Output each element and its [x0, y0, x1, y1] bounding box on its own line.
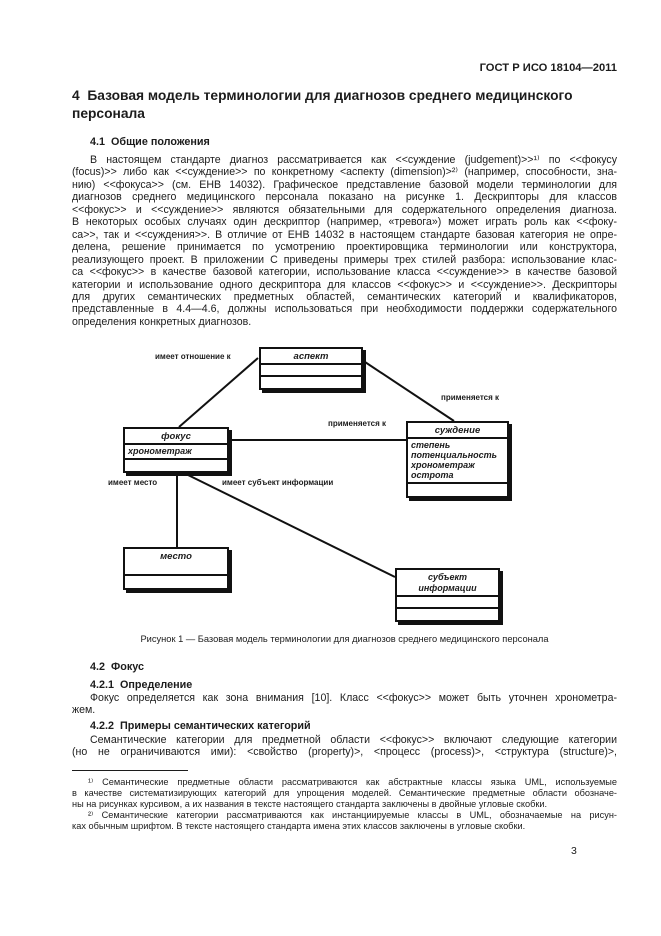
edge-label-has-site: имеет место	[108, 478, 158, 487]
text-line: хронометраж	[411, 460, 475, 470]
footnote-rule	[72, 770, 188, 771]
text-line: В настоящем стандарте диагноз рассматрив…	[90, 154, 617, 166]
uml-empty-compartment	[397, 607, 498, 620]
text-line: ках обычным шрифтом. В тексте настоящего…	[72, 821, 526, 832]
uml-empty-compartment	[125, 458, 227, 471]
text-line: Фокус определяется как зона внимания [10…	[90, 692, 617, 704]
uml-class-focus: фокус хронометраж	[123, 427, 229, 473]
edge-aspect-judgement	[364, 361, 455, 422]
edge-label-has-relation: имеет отношение к	[155, 352, 231, 361]
text-line: ны на рисунках курсивом, а их названия в…	[72, 799, 548, 810]
text-line: категории и использование одного дескрип…	[72, 278, 617, 291]
running-head: ГОСТ Р ИСО 18104—2011	[479, 62, 617, 74]
uml-class-aspect: аспект	[259, 347, 363, 390]
text-line: для других семантических предметных обла…	[72, 290, 617, 303]
uml-class-subject-title: субъект информации	[418, 572, 477, 593]
text-line: потенциальность	[411, 450, 497, 460]
text-line: ²⁾ Семантические категории рассматривают…	[88, 810, 617, 821]
uml-class-site-title: место	[160, 551, 192, 562]
uml-empty-compartment	[408, 482, 507, 496]
text-line: са>>, так и <<суждения>>. В отличие от Е…	[72, 228, 617, 241]
section-4-2-2-paragraph: Семантические категории для предметной о…	[72, 734, 617, 759]
section-4-heading: 4 Базовая модель терминологии для диагно…	[72, 87, 617, 123]
section-4-1-paragraph: В настоящем стандарте диагноз рассматрив…	[72, 154, 617, 328]
uml-empty-compartment	[261, 375, 361, 388]
text-line: са <<фокус>> в качестве базовой категори…	[72, 266, 617, 279]
figure-1-diagram: аспект фокус хронометраж суждение степен…	[100, 340, 560, 632]
edge-label-applies-to-top: применяется к	[441, 393, 500, 402]
text-line: острота	[411, 470, 454, 480]
edge-label-applies-to-mid: применяется к	[328, 419, 387, 428]
edge-label-has-subject: имеет субъект информации	[222, 478, 334, 487]
text-line: степень	[411, 440, 451, 450]
section-4-2-heading: 4.2 Фокус	[90, 661, 144, 673]
section-4-2-1-heading: 4.2.1 Определение	[90, 679, 193, 691]
edge-focus-subject	[185, 473, 396, 578]
text-line: делена, решение принимается по усмотрени…	[72, 241, 617, 254]
text-line: (но не ограничиваются ими): <свойство (p…	[72, 746, 617, 759]
section-4-1-heading: 4.1 Общие положения	[90, 136, 210, 148]
uml-class-subject: субъект информации	[395, 568, 500, 622]
page-number: 3	[571, 845, 577, 857]
text-line: 4 Базовая модель терминологии для диагно…	[72, 88, 573, 103]
uml-class-judgement-title: суждение	[434, 425, 481, 436]
section-4-2-2-heading: 4.2.2 Примеры семантических категорий	[90, 720, 311, 732]
uml-class-site: место	[123, 547, 229, 590]
uml-class-aspect-title: аспект	[293, 351, 329, 362]
uml-class-focus-title: фокус	[161, 431, 191, 442]
text-line: В некоторых особых случаях один дескрипт…	[72, 216, 617, 229]
text-line: в качестве систематизирующих категорий д…	[72, 788, 617, 799]
uml-empty-compartment	[397, 595, 498, 607]
uml-connector-lines	[176, 357, 455, 578]
text-line: определения конкретных диагнозов.	[72, 315, 252, 328]
footnotes-block: ¹⁾ Семантические предметные области расс…	[72, 777, 617, 832]
figure-1-caption: Рисунок 1 — Базовая модель терминологии …	[140, 634, 549, 644]
text-line: <<фокус>> и <<суждение>> являются обязат…	[72, 203, 617, 216]
text-line: диагнозов среднего медицинского персонал…	[72, 191, 617, 204]
text-line: ¹⁾ Семантические предметные области расс…	[88, 777, 617, 787]
section-4-2-1-paragraph: Фокус определяется как зона внимания [10…	[72, 692, 617, 717]
text-line: (focus)>> либо как <<суждение>> по конкр…	[72, 166, 617, 179]
uml-empty-compartment	[125, 574, 227, 588]
text-line: жем.	[72, 704, 96, 717]
edge-aspect-focus	[178, 357, 259, 428]
uml-class-focus-attributes: хронометраж	[125, 443, 227, 458]
text-line: нию) <<фокуса>> (см. ЕНВ 14032). Графиче…	[72, 178, 617, 191]
text-line: персонала	[72, 106, 145, 121]
text-line: реализующего проект. В приложении С прив…	[72, 253, 617, 266]
uml-empty-compartment	[261, 363, 361, 375]
text-line: представленные в 4.4—4.6, должны использ…	[72, 303, 617, 316]
text-line: Семантические категории для предметной о…	[90, 734, 617, 746]
